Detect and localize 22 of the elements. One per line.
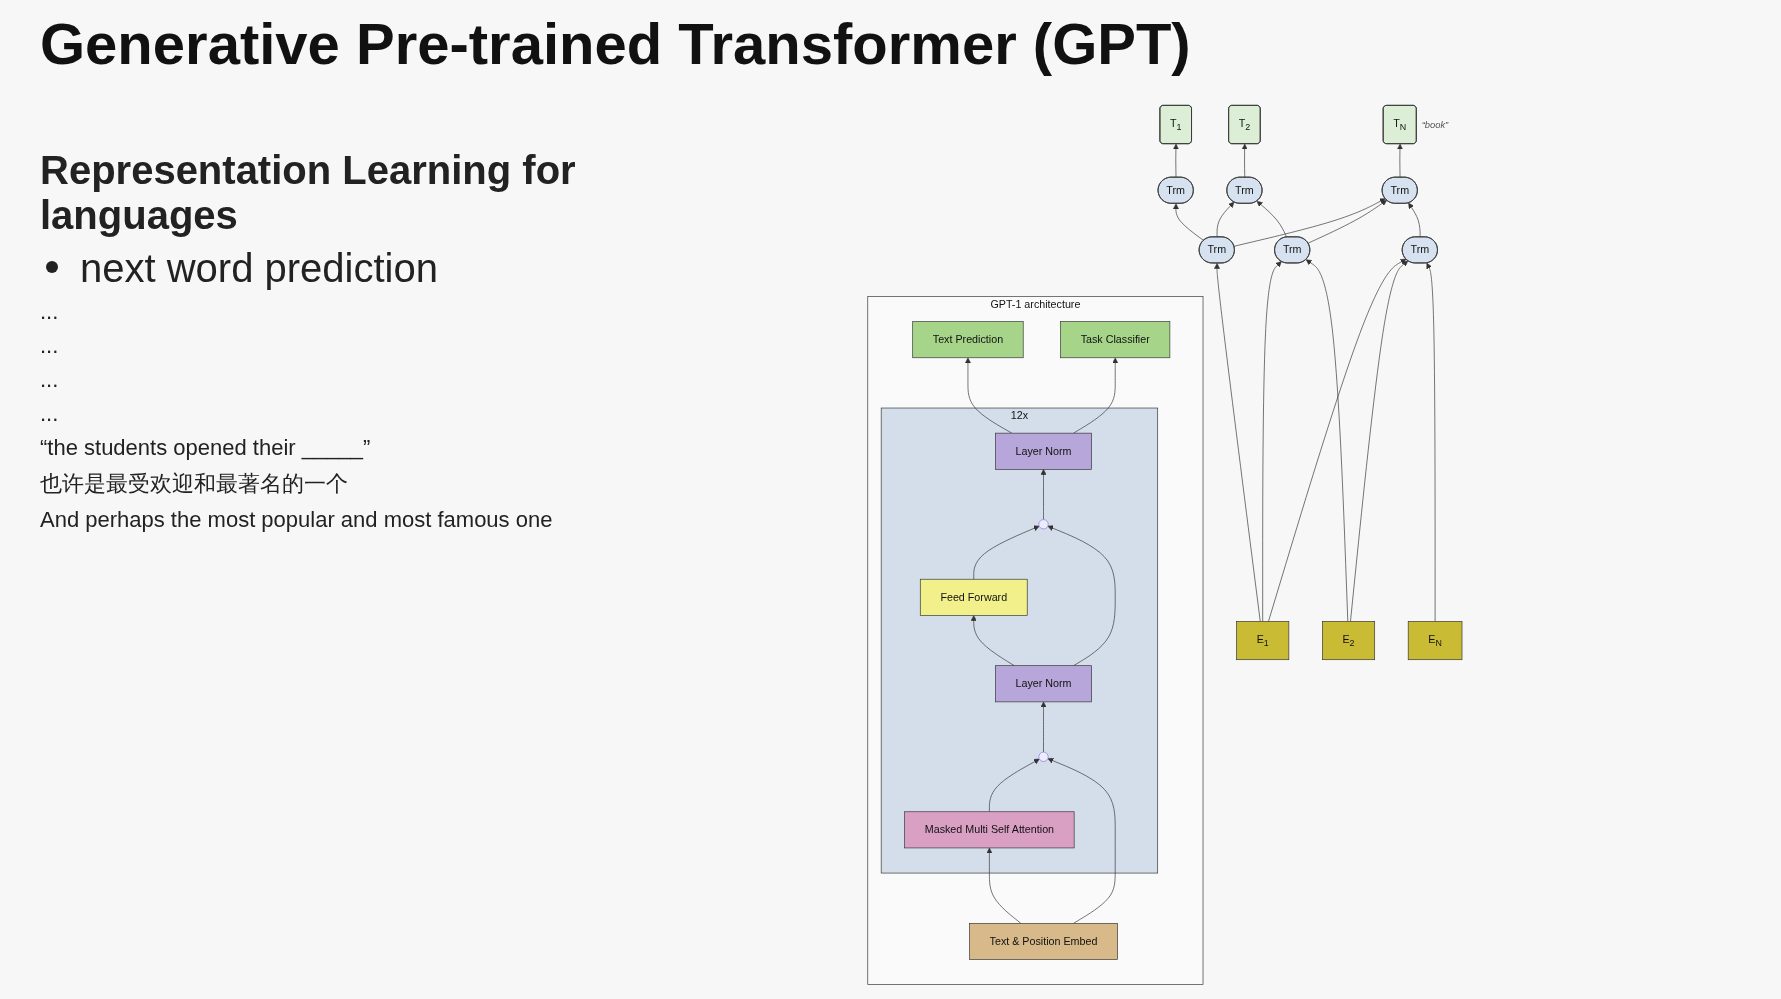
node-box: Text Prediction xyxy=(912,321,1024,359)
note-text: ... xyxy=(40,367,60,393)
node-circle xyxy=(1038,519,1049,530)
node-box: E$_{2}$ xyxy=(1322,621,1376,661)
node-box: Feed Forward xyxy=(919,578,1028,616)
note-text: ... xyxy=(40,401,60,427)
node-box: E$_{N}$ xyxy=(1407,621,1463,661)
note-text: “the students opened their _____” xyxy=(40,435,372,461)
node-circle xyxy=(1038,751,1049,762)
node-box: Text & Position Embed xyxy=(969,923,1118,960)
note-text: ... xyxy=(40,299,60,325)
slide-title: Generative Pre-trained Transformer (GPT) xyxy=(40,10,1191,77)
node-box: Masked Multi Self Attention xyxy=(904,811,1075,849)
node-box: Layer Norm xyxy=(995,665,1092,703)
note-text: 也许是最受欢迎和最著名的一个 xyxy=(40,470,349,498)
node-box: Layer Norm xyxy=(995,432,1092,470)
bullet-text: next word prediction xyxy=(80,246,438,290)
note-text: And perhaps the most popular and most famous one xyxy=(40,507,554,533)
annotation-text: “book” xyxy=(1421,119,1449,130)
note-text: ... xyxy=(40,333,60,359)
node-box: Task Classifier xyxy=(1060,321,1171,359)
node-box: E$_{1}$ xyxy=(1236,621,1290,661)
